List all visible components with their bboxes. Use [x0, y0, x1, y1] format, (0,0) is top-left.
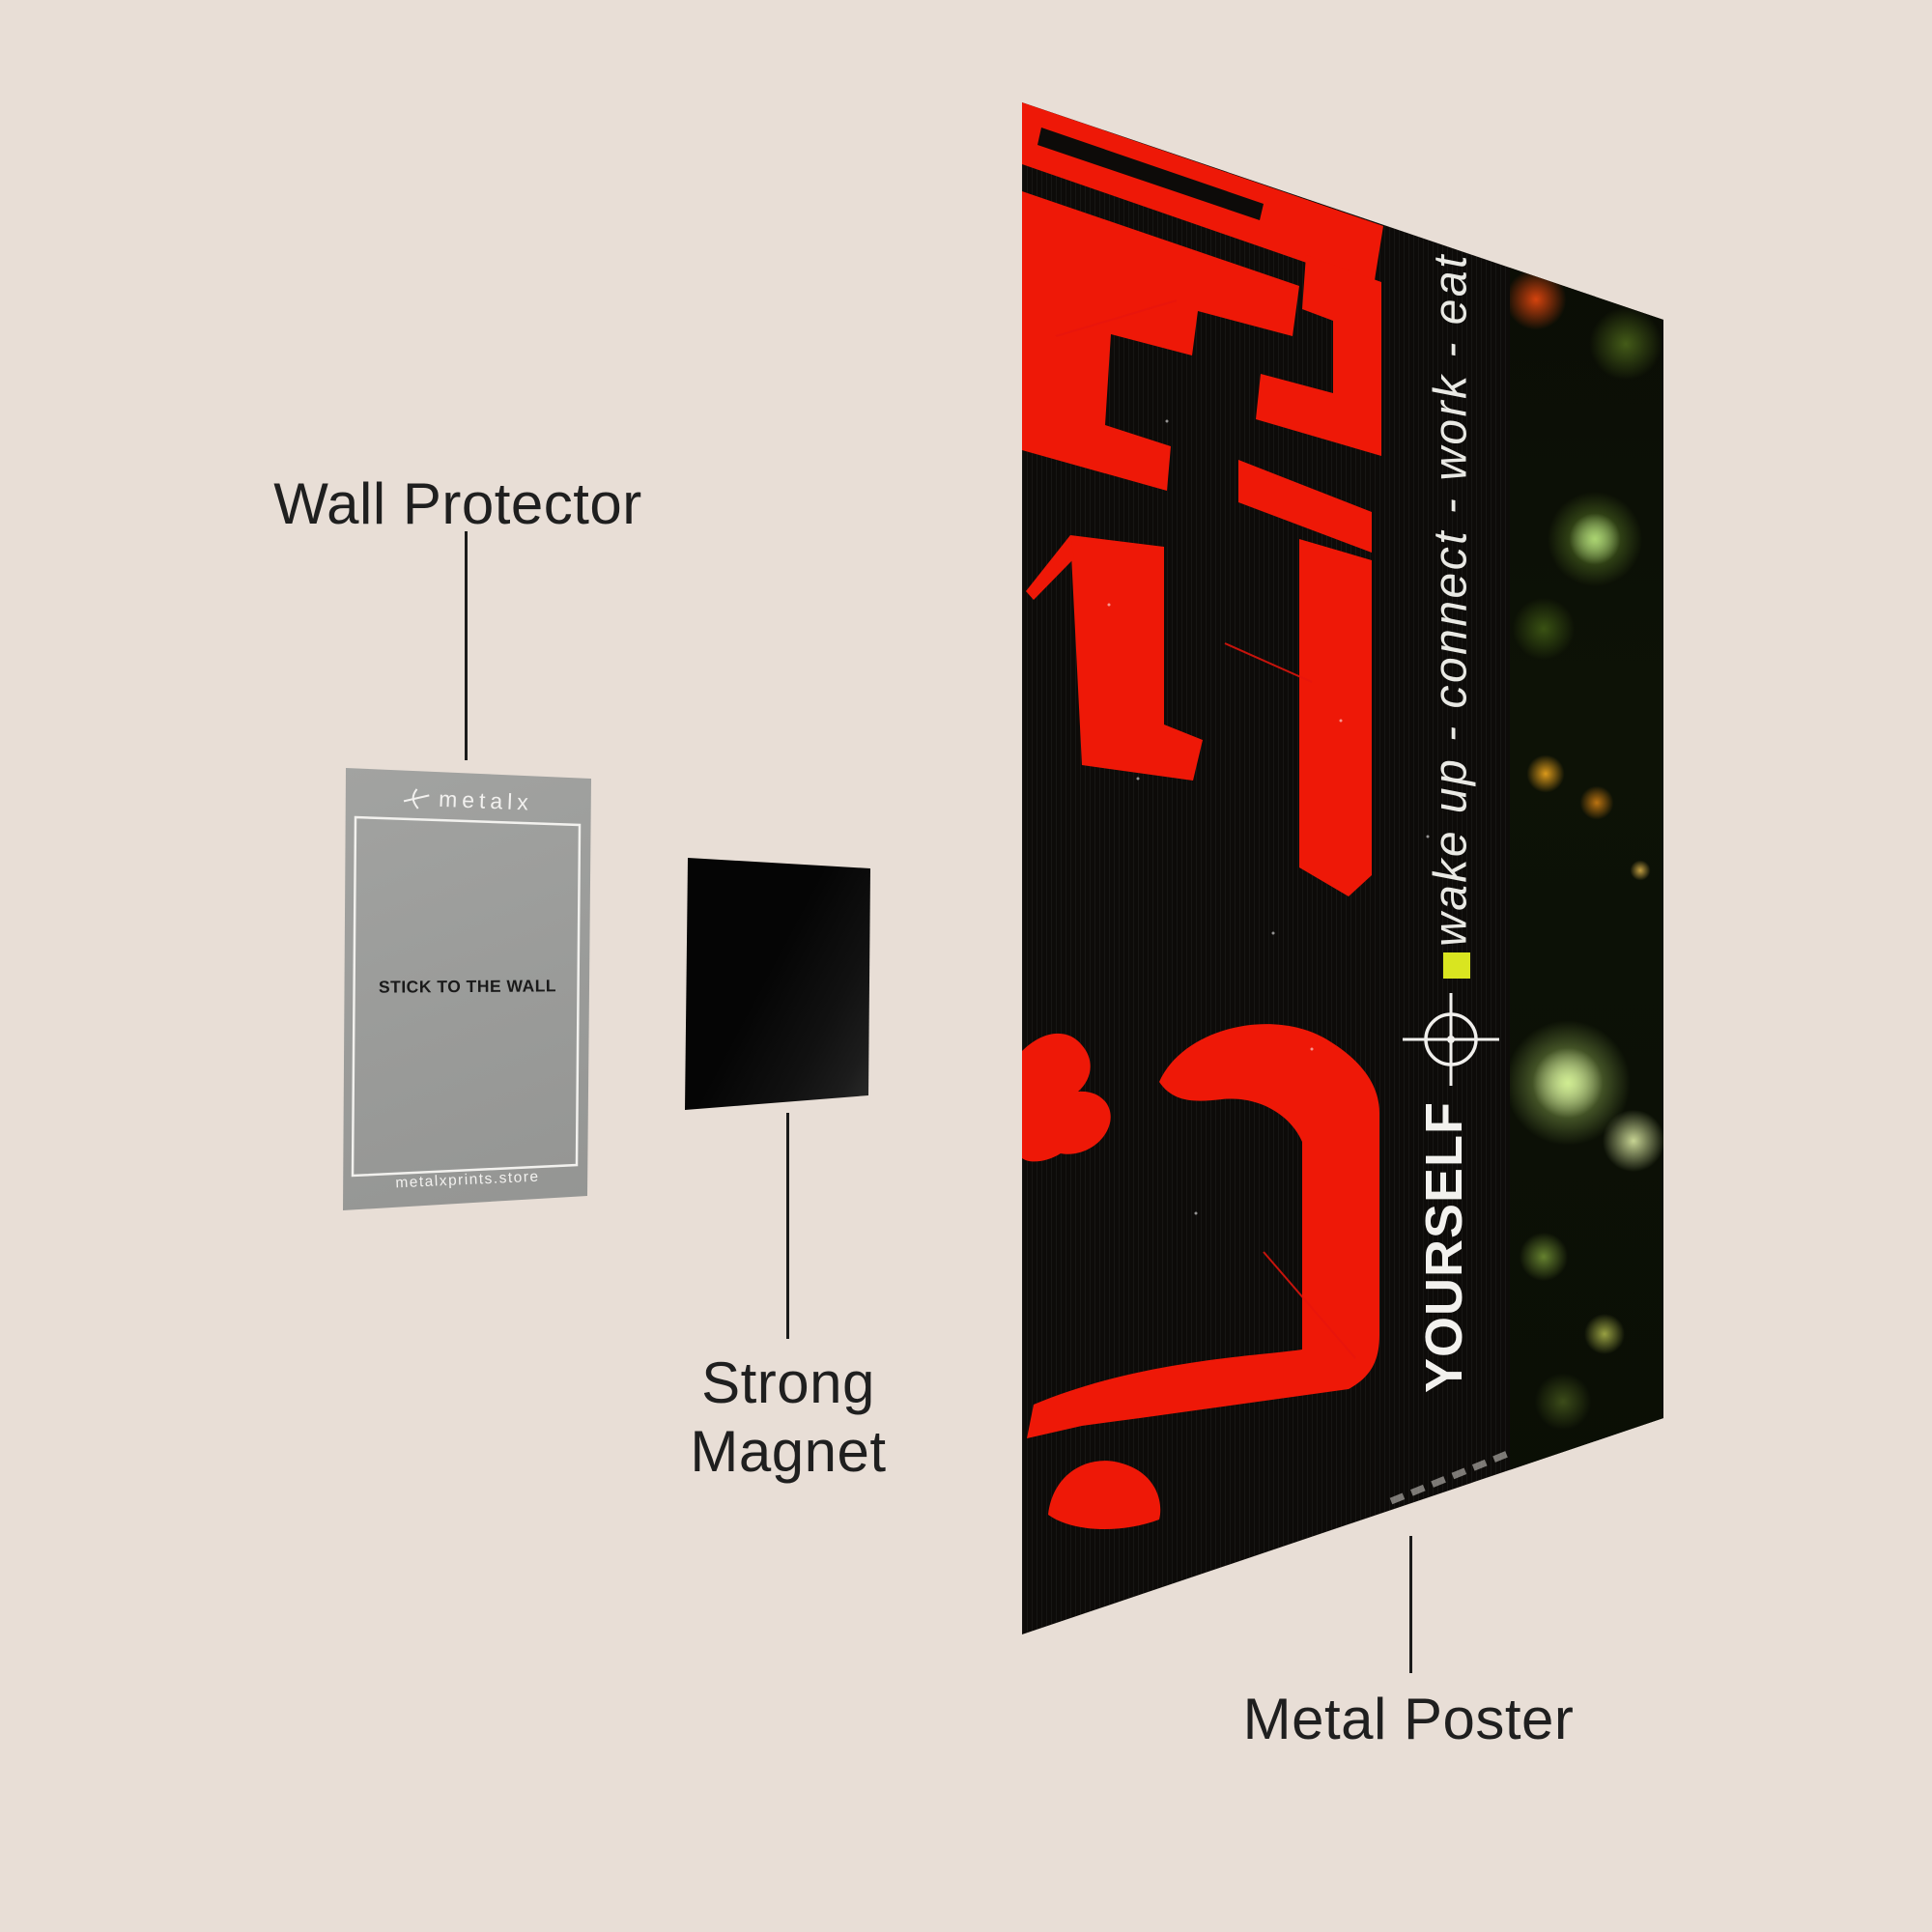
poster-bokeh-photo-strip: [1510, 102, 1663, 1634]
card-inner-border: [351, 815, 582, 1178]
metal-poster: YOURSELF wake up - connect - work - eat: [1022, 102, 1663, 1634]
wall-protector-label: Wall Protector: [273, 471, 642, 536]
strong-magnet-square: [685, 858, 870, 1110]
wall-protector-card: metalx STICK TO THE WALL metalxprints.st…: [343, 768, 591, 1210]
metal-poster-label: Metal Poster: [1242, 1687, 1575, 1751]
card-brand-logo: metalx: [401, 784, 533, 815]
card-brand-name: metalx: [438, 785, 533, 815]
strong-magnet-label: Strong Magnet: [690, 1350, 887, 1484]
metalx-logo-mark-icon: [403, 787, 430, 810]
poster-vertical-phrase: wake up - connect - work - eat: [1425, 253, 1477, 947]
metal-poster-callout-line: [1409, 1536, 1412, 1673]
strong-magnet-callout-line: [786, 1113, 789, 1339]
card-center-text: STICK TO THE WALL: [378, 976, 556, 997]
accent-square-icon: [1443, 952, 1470, 979]
crosshair-icon: [1403, 993, 1499, 1086]
poster-vertical-word: YOURSELF: [1415, 1100, 1473, 1394]
poster-red-abstract-art: [1022, 102, 1525, 1530]
wall-protector-callout-line: [465, 531, 468, 760]
